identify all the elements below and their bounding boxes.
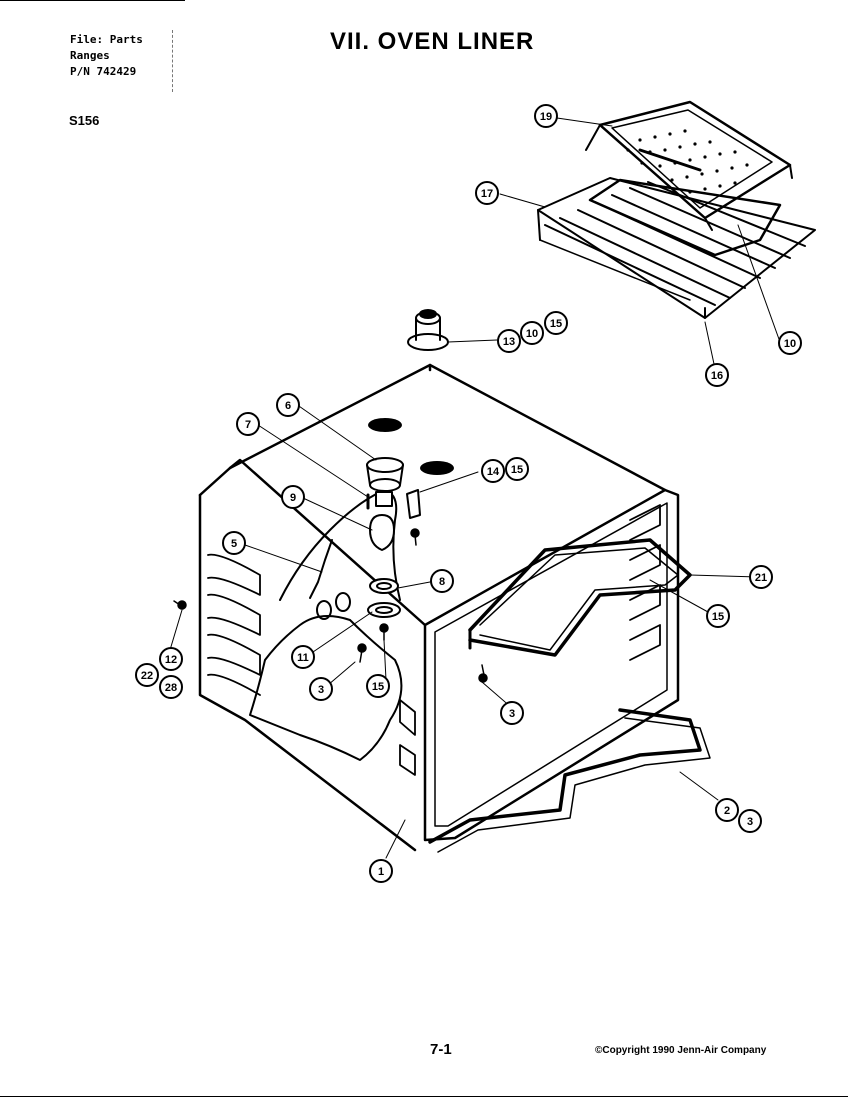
callout-28 (159, 675, 183, 699)
callout-label: 5 (231, 538, 237, 550)
callout-label: 1 (378, 866, 384, 878)
callout-15d (366, 674, 390, 698)
file-info-divider (172, 30, 173, 92)
callout-label: 28 (165, 682, 177, 694)
callout-15c (706, 604, 730, 628)
callout-label: 15 (712, 611, 724, 623)
top-vents (368, 418, 454, 475)
callout-10a (520, 321, 544, 345)
callout-5 (222, 531, 246, 555)
copyright-notice: ©Copyright 1990 Jenn-Air Company (595, 1045, 767, 1056)
broiler-pan-tray (588, 178, 782, 257)
light-wire (309, 539, 333, 599)
callout-6 (276, 393, 300, 417)
callout-label: 19 (540, 111, 552, 123)
callout-3b (500, 701, 524, 725)
callout-7 (236, 412, 260, 436)
bake-element (428, 708, 711, 853)
callout-3c (738, 809, 762, 833)
callout-18 (778, 331, 802, 355)
oven-rack (537, 177, 816, 319)
broiler-pan-slot (638, 148, 702, 172)
callout-2 (715, 798, 739, 822)
file-info-line: Ranges (70, 49, 110, 62)
callout-label: 13 (503, 336, 515, 348)
callout-13 (497, 329, 521, 353)
callout-9 (281, 485, 305, 509)
callout-label: 15 (550, 318, 562, 330)
callout-label: 15 (511, 464, 523, 476)
oven-liner-body (198, 363, 680, 852)
callout-label: 3 (318, 684, 324, 696)
callout-15a (544, 311, 568, 335)
page-title: VII. OVEN LINER (330, 28, 535, 55)
callout-11 (291, 645, 315, 669)
bracket (406, 489, 421, 519)
file-info: File: Parts Ranges P/N 742429 (70, 32, 143, 80)
callout-label: 16 (711, 370, 723, 382)
cutaway-outline (249, 615, 403, 761)
callout-label: 21 (755, 572, 767, 584)
callout-label: 15 (372, 681, 384, 693)
callout-label: 10 (526, 328, 538, 340)
callouts (135, 104, 802, 883)
callout-label: 8 (439, 576, 445, 588)
broil-element (468, 538, 692, 657)
document-code: S156 (69, 113, 100, 128)
footer-rule (0, 1096, 848, 1097)
callout-1 (369, 859, 393, 883)
callout-14 (481, 459, 505, 483)
callout-label: 9 (290, 492, 296, 504)
callout-3a (309, 677, 333, 701)
light-socket-part (407, 309, 449, 351)
file-info-line: P/N 742429 (70, 65, 137, 78)
callout-8 (430, 569, 454, 593)
callout-12 (159, 647, 183, 671)
callout-label: 3 (747, 816, 753, 828)
screws (173, 528, 488, 683)
header-top-rule (0, 0, 185, 1)
callout-label: 2 (724, 805, 730, 817)
broiler-pan (585, 100, 793, 231)
callout-19 (534, 104, 558, 128)
callout-21 (749, 565, 773, 589)
callout-label: 22 (141, 670, 153, 682)
page-number: 7-1 (430, 1041, 452, 1058)
callout-label: 14 (487, 466, 500, 478)
callout-label: 3 (509, 708, 515, 720)
callout-label: 10 (784, 338, 796, 350)
callout-17 (475, 181, 499, 205)
callout-15b (505, 457, 529, 481)
callout-label: 17 (481, 188, 493, 200)
callout-label: 11 (297, 652, 309, 664)
callout-label: 6 (285, 400, 291, 412)
callout-16 (705, 363, 729, 387)
callout-22 (135, 663, 159, 687)
callout-label: 12 (165, 654, 177, 666)
callout-labels: 19 17 10 16 13 10 15 6 7 14 15 9 5 8 21 … (141, 111, 796, 878)
leader-lines (169, 117, 781, 859)
callout-label: 7 (245, 419, 251, 431)
file-info-line: File: Parts (70, 33, 143, 46)
light-assembly (366, 457, 404, 551)
light-lens-parts (316, 578, 401, 620)
